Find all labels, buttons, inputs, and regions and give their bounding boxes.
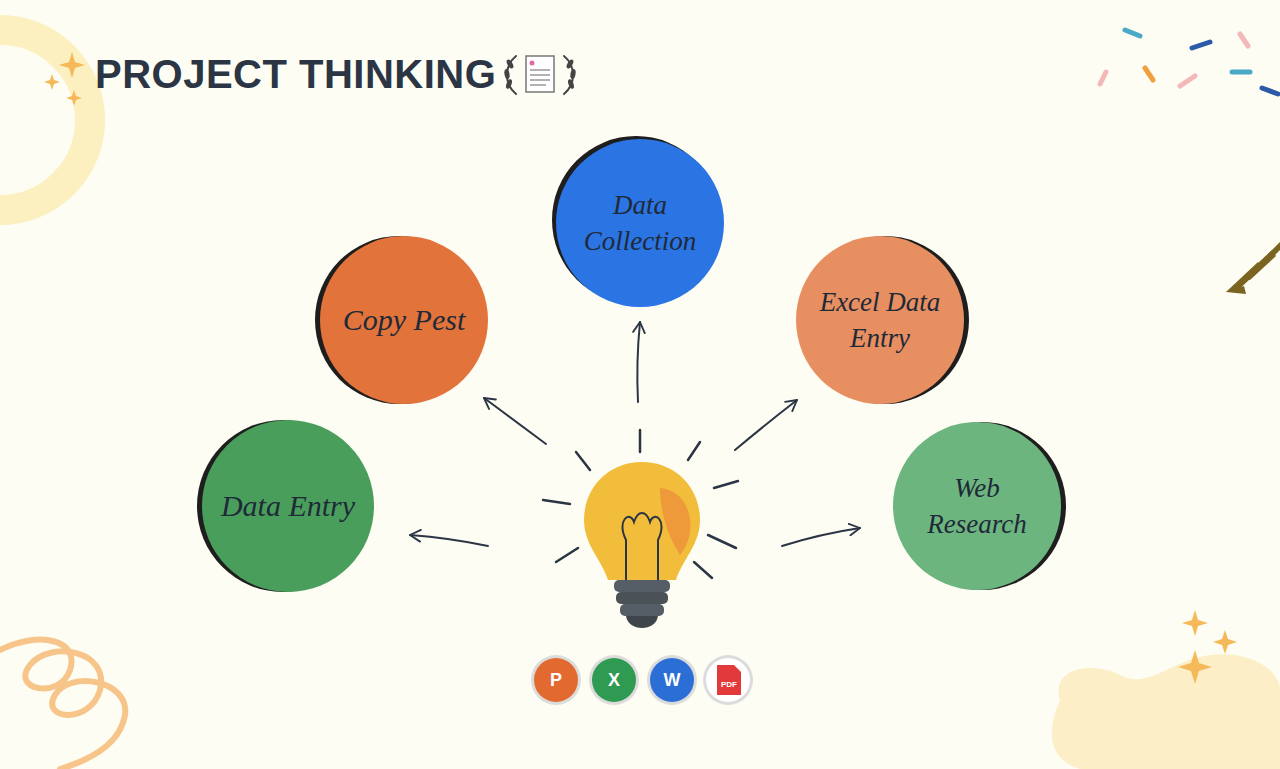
topic-circle: Copy Pest — [320, 236, 488, 404]
circle-fill — [320, 236, 488, 404]
circle-label: Excel Data Entry — [810, 284, 950, 357]
icon-letter: PDF — [721, 681, 737, 689]
topic-circle: Excel Data Entry — [796, 236, 964, 404]
circle-text-box: Web Research — [907, 470, 1047, 543]
circle-label: Data Entry — [221, 486, 355, 527]
blob-decoration — [1052, 654, 1280, 769]
circle-label: Copy Pest — [343, 300, 465, 341]
app-icons — [531, 655, 753, 705]
topic-circle: Web Research — [893, 422, 1061, 590]
icon-letter: W — [664, 671, 681, 689]
document-laurel-icon — [498, 50, 582, 98]
circle-fill — [796, 236, 964, 404]
swirl-decoration — [0, 640, 125, 769]
circle-label: Web Research — [907, 470, 1047, 543]
ray-lines — [543, 430, 738, 578]
arc-decoration — [0, 30, 90, 210]
circle-label: Data Collection — [570, 187, 710, 260]
circle-text-box: Excel Data Entry — [810, 284, 950, 357]
circle-outline — [556, 139, 724, 307]
circle-text-box: Copy Pest — [343, 300, 465, 341]
topic-circle: Data Entry — [202, 420, 374, 592]
confetti-decoration — [1100, 30, 1278, 94]
circle-outline — [893, 422, 1061, 590]
circle-text-box: Data Collection — [570, 187, 710, 260]
circle-outline — [796, 236, 964, 404]
title-row: PROJECT THINKING — [95, 50, 582, 98]
circle-fill — [556, 139, 724, 307]
circle-fill — [202, 420, 374, 592]
title: PROJECT THINKING — [95, 52, 496, 97]
circle-text-box: Data Entry — [221, 486, 355, 527]
star-decoration — [1178, 610, 1237, 684]
icon-letter: P — [550, 671, 562, 689]
star-decoration — [44, 52, 85, 106]
topic-circle: Data Collection — [556, 139, 724, 307]
chevron-decoration — [1226, 242, 1280, 294]
lightbulb-illustration — [584, 462, 700, 628]
circle-fill — [893, 422, 1061, 590]
icon-letter: X — [608, 671, 620, 689]
